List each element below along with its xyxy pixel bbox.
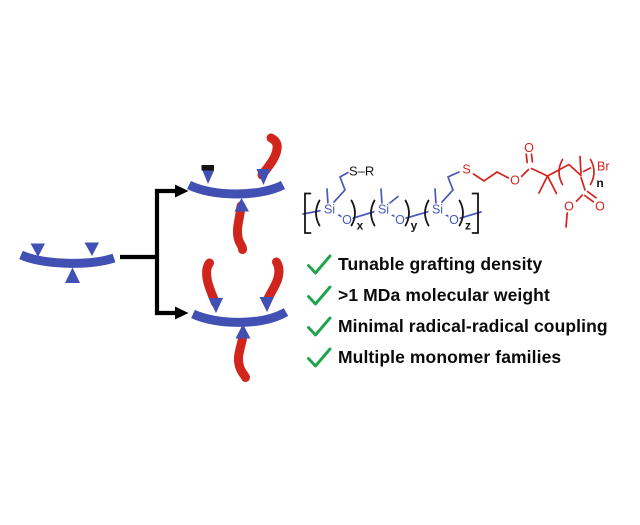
o-label: O — [342, 213, 352, 227]
side-ester-o-label: O — [564, 200, 574, 214]
initiator-cone — [30, 243, 45, 257]
checkmark-icon — [307, 347, 332, 367]
bare-bottlebrush-backbone — [19, 242, 116, 283]
graft-anchor-cone — [259, 297, 274, 312]
thiol-sr-label: S–R — [349, 164, 374, 179]
carbonyl-o-label: O — [524, 141, 534, 155]
grafted-arm-bonds — [472, 152, 597, 228]
graft-anchor-cone — [208, 298, 223, 313]
initiator-cone — [84, 242, 99, 256]
checkmark-icon — [307, 316, 332, 336]
feature-checklist: Tunable grafting density >1 MDa molecula… — [306, 249, 608, 373]
graft-chain — [202, 258, 220, 308]
arrowhead-icon — [175, 306, 189, 320]
graft-chain — [262, 257, 284, 306]
subscript-z: z — [465, 219, 471, 233]
subscript-n: n — [596, 176, 603, 190]
feature-item: Multiple monomer families — [306, 342, 608, 373]
si-label: Si — [378, 203, 389, 217]
side-carbonyl-o-label: O — [595, 200, 605, 214]
feature-label: Multiple monomer families — [338, 347, 562, 367]
brackets-and-parens — [304, 158, 595, 234]
capped-site-cone — [202, 170, 214, 184]
si-label: Si — [432, 203, 443, 217]
chemical-structure: Si O Si O Si O x y z S–R S O O O O Br n — [302, 141, 610, 234]
si-label: Si — [324, 203, 335, 217]
bromine-end-label: Br — [597, 160, 610, 174]
branch-arrow — [120, 184, 189, 320]
left-bracket — [304, 192, 312, 234]
feature-label: Minimal radical-radical coupling — [338, 316, 608, 336]
atom-label-masks — [320, 143, 606, 225]
atom-labels: Si O Si O Si O x y z S–R S O O O O Br n — [324, 141, 610, 233]
backbone-rod — [191, 307, 289, 327]
partially-grafted-bottlebrush — [186, 133, 286, 254]
repeat-paren-open — [558, 158, 564, 186]
subscript-x: x — [357, 219, 364, 233]
o-label: O — [449, 213, 459, 227]
feature-item: >1 MDa molecular weight — [306, 280, 608, 311]
feature-label: >1 MDa molecular weight — [338, 285, 550, 305]
graft-anchor-cone — [256, 169, 271, 185]
feature-item: Tunable grafting density — [306, 249, 608, 280]
checkmark-icon — [307, 285, 332, 305]
capped-site-pin — [201, 165, 214, 171]
graft-anchor-cone — [235, 324, 251, 339]
initiator-cone — [65, 267, 80, 283]
o-label: O — [395, 213, 405, 227]
backbone-rod — [19, 250, 116, 268]
feature-item: Minimal radical-radical coupling — [306, 311, 608, 342]
backbone-rod — [186, 180, 286, 199]
checkmark-icon — [307, 254, 332, 274]
feature-label: Tunable grafting density — [338, 254, 543, 274]
graft-chain — [232, 201, 248, 254]
graft-chain — [257, 133, 282, 180]
graft-anchor-cone — [234, 198, 249, 212]
fully-grafted-bottlebrush — [191, 257, 289, 382]
graft-chain — [234, 331, 250, 382]
ester-o-label: O — [510, 174, 520, 188]
right-bracket — [471, 192, 479, 234]
arrowhead-icon — [175, 184, 189, 198]
subscript-y: y — [411, 219, 418, 233]
repeat-paren-close — [589, 158, 595, 186]
thioether-s-label: S — [462, 163, 470, 177]
